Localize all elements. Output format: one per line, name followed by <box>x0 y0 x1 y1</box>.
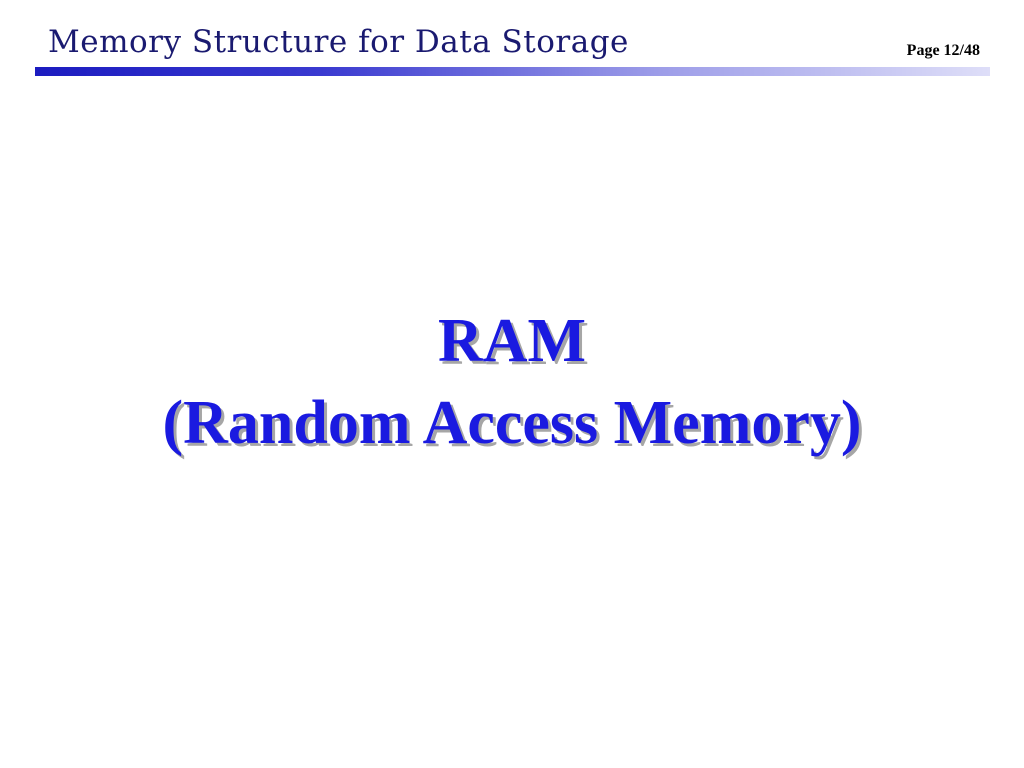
header-divider <box>35 67 990 76</box>
slide-title-ram: RAM <box>437 307 587 375</box>
slide-content: RAM (Random Access Memory) <box>0 300 1024 464</box>
page-number: Page 12/48 <box>906 42 980 59</box>
header-title: Memory Structure for Data Storage <box>48 24 629 60</box>
slide-title-expansion: (Random Access Memory) <box>162 389 862 457</box>
